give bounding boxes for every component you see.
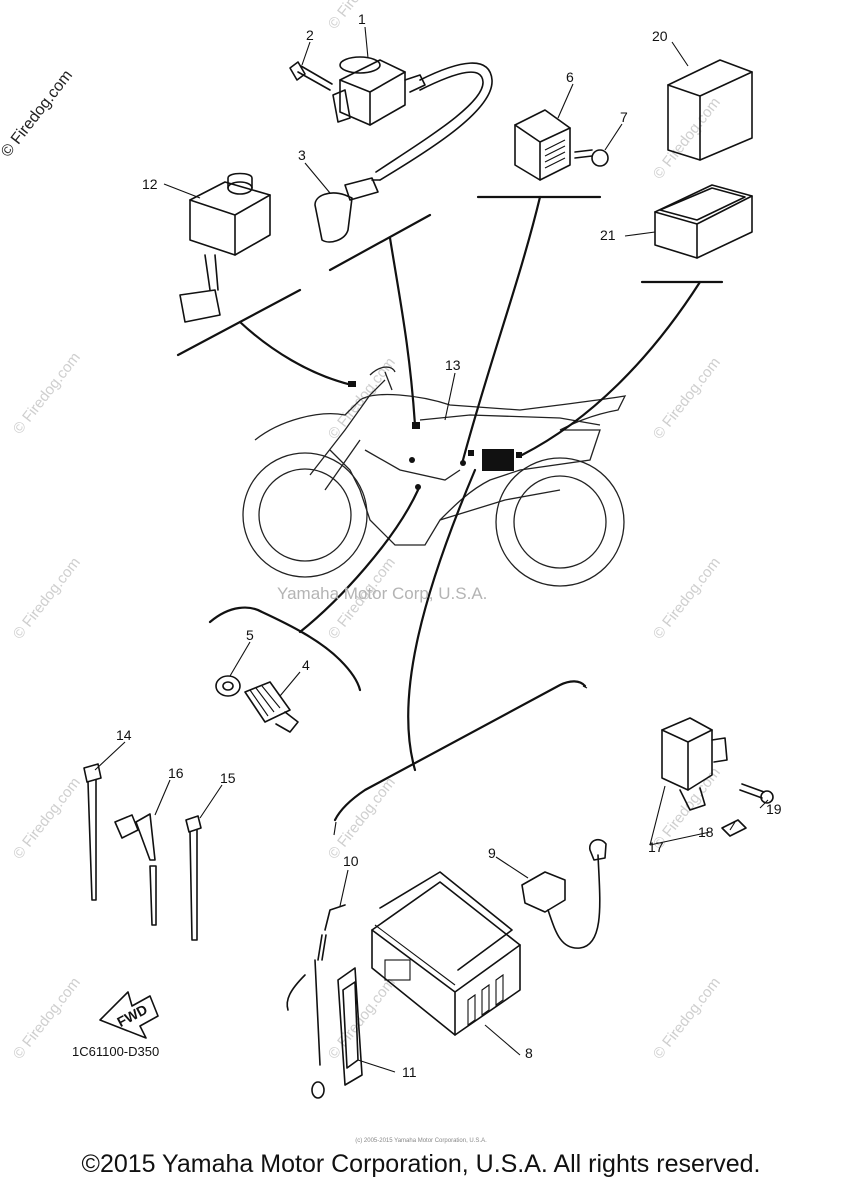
callout-10: 10 — [343, 853, 359, 869]
watermark: © Firedog.com — [650, 354, 724, 442]
forward-arrow-icon: FWD — [99, 991, 159, 1039]
part-14-cable-tie — [83, 763, 102, 901]
copyright-footer: ©2015 Yamaha Motor Corporation, U.S.A. A… — [81, 1150, 761, 1178]
watermark: © Firedog.com — [650, 94, 724, 182]
part-2-bolt — [289, 61, 333, 91]
part-5-gasket — [215, 675, 241, 697]
watermark: © Firedog.com — [10, 774, 84, 862]
callout-labels: 1 2 3 4 5 6 7 8 9 10 11 12 13 14 15 16 1… — [116, 11, 782, 1080]
watermark: © Firedog.com — [650, 554, 724, 642]
callout-15: 15 — [220, 770, 236, 786]
watermark: © Firedog.com — [650, 974, 724, 1062]
background-watermarks: © Firedog.com © Firedog.com © Firedog.co… — [10, 0, 724, 1062]
callout-13: 13 — [445, 357, 461, 373]
callout-21: 21 — [600, 227, 616, 243]
callout-16: 16 — [168, 765, 184, 781]
callout-8: 8 — [525, 1045, 533, 1061]
part-12-switch — [179, 172, 271, 323]
part-20-cdi-unit — [667, 59, 753, 161]
part-18-fuse — [721, 819, 747, 837]
callout-6: 6 — [566, 69, 574, 85]
callout-9: 9 — [488, 845, 496, 861]
callout-20: 20 — [652, 28, 668, 44]
callout-17: 17 — [648, 839, 664, 855]
part-4-neutral-switch — [244, 681, 299, 733]
part-9-battery-lead — [521, 838, 607, 949]
part-21-holder — [654, 184, 753, 259]
leader-lines — [176, 195, 724, 836]
part-10-battery-lead — [286, 904, 346, 1099]
center-watermark: Yamaha Motor Corp, U.S.A. — [277, 584, 488, 603]
part-19-bolt — [739, 783, 774, 804]
watermark: © Firedog.com — [325, 974, 399, 1062]
part-7-screw — [574, 149, 609, 167]
callout-12: 12 — [142, 176, 158, 192]
part-8-battery — [371, 871, 521, 1036]
part-3-spark-plug-cap — [314, 177, 381, 243]
callout-2: 2 — [306, 27, 314, 43]
callout-1: 1 — [358, 11, 366, 27]
part-15-cable-tie — [185, 815, 202, 941]
callout-7: 7 — [620, 109, 628, 125]
motorcycle-outline — [242, 366, 627, 587]
watermark: © Firedog.com — [10, 554, 84, 642]
part-1-ignition-coil — [332, 56, 493, 181]
callout-18: 18 — [698, 824, 714, 840]
diagram-code: 1C61100-D350 — [72, 1044, 160, 1059]
callout-4: 4 — [302, 657, 310, 673]
callout-ticks — [94, 26, 769, 1073]
part-16-wire-lead — [114, 813, 157, 926]
callout-5: 5 — [246, 627, 254, 643]
fine-print: (c) 2005-2015 Yamaha Motor Corporation, … — [355, 1138, 487, 1144]
watermark: © Firedog.com — [10, 349, 84, 437]
callout-3: 3 — [298, 147, 306, 163]
callout-14: 14 — [116, 727, 132, 743]
callout-11: 11 — [402, 1064, 417, 1080]
callout-19: 19 — [766, 801, 782, 817]
part-6-rectifier-regulator — [514, 109, 571, 181]
part-17-starter-relay — [661, 717, 728, 811]
